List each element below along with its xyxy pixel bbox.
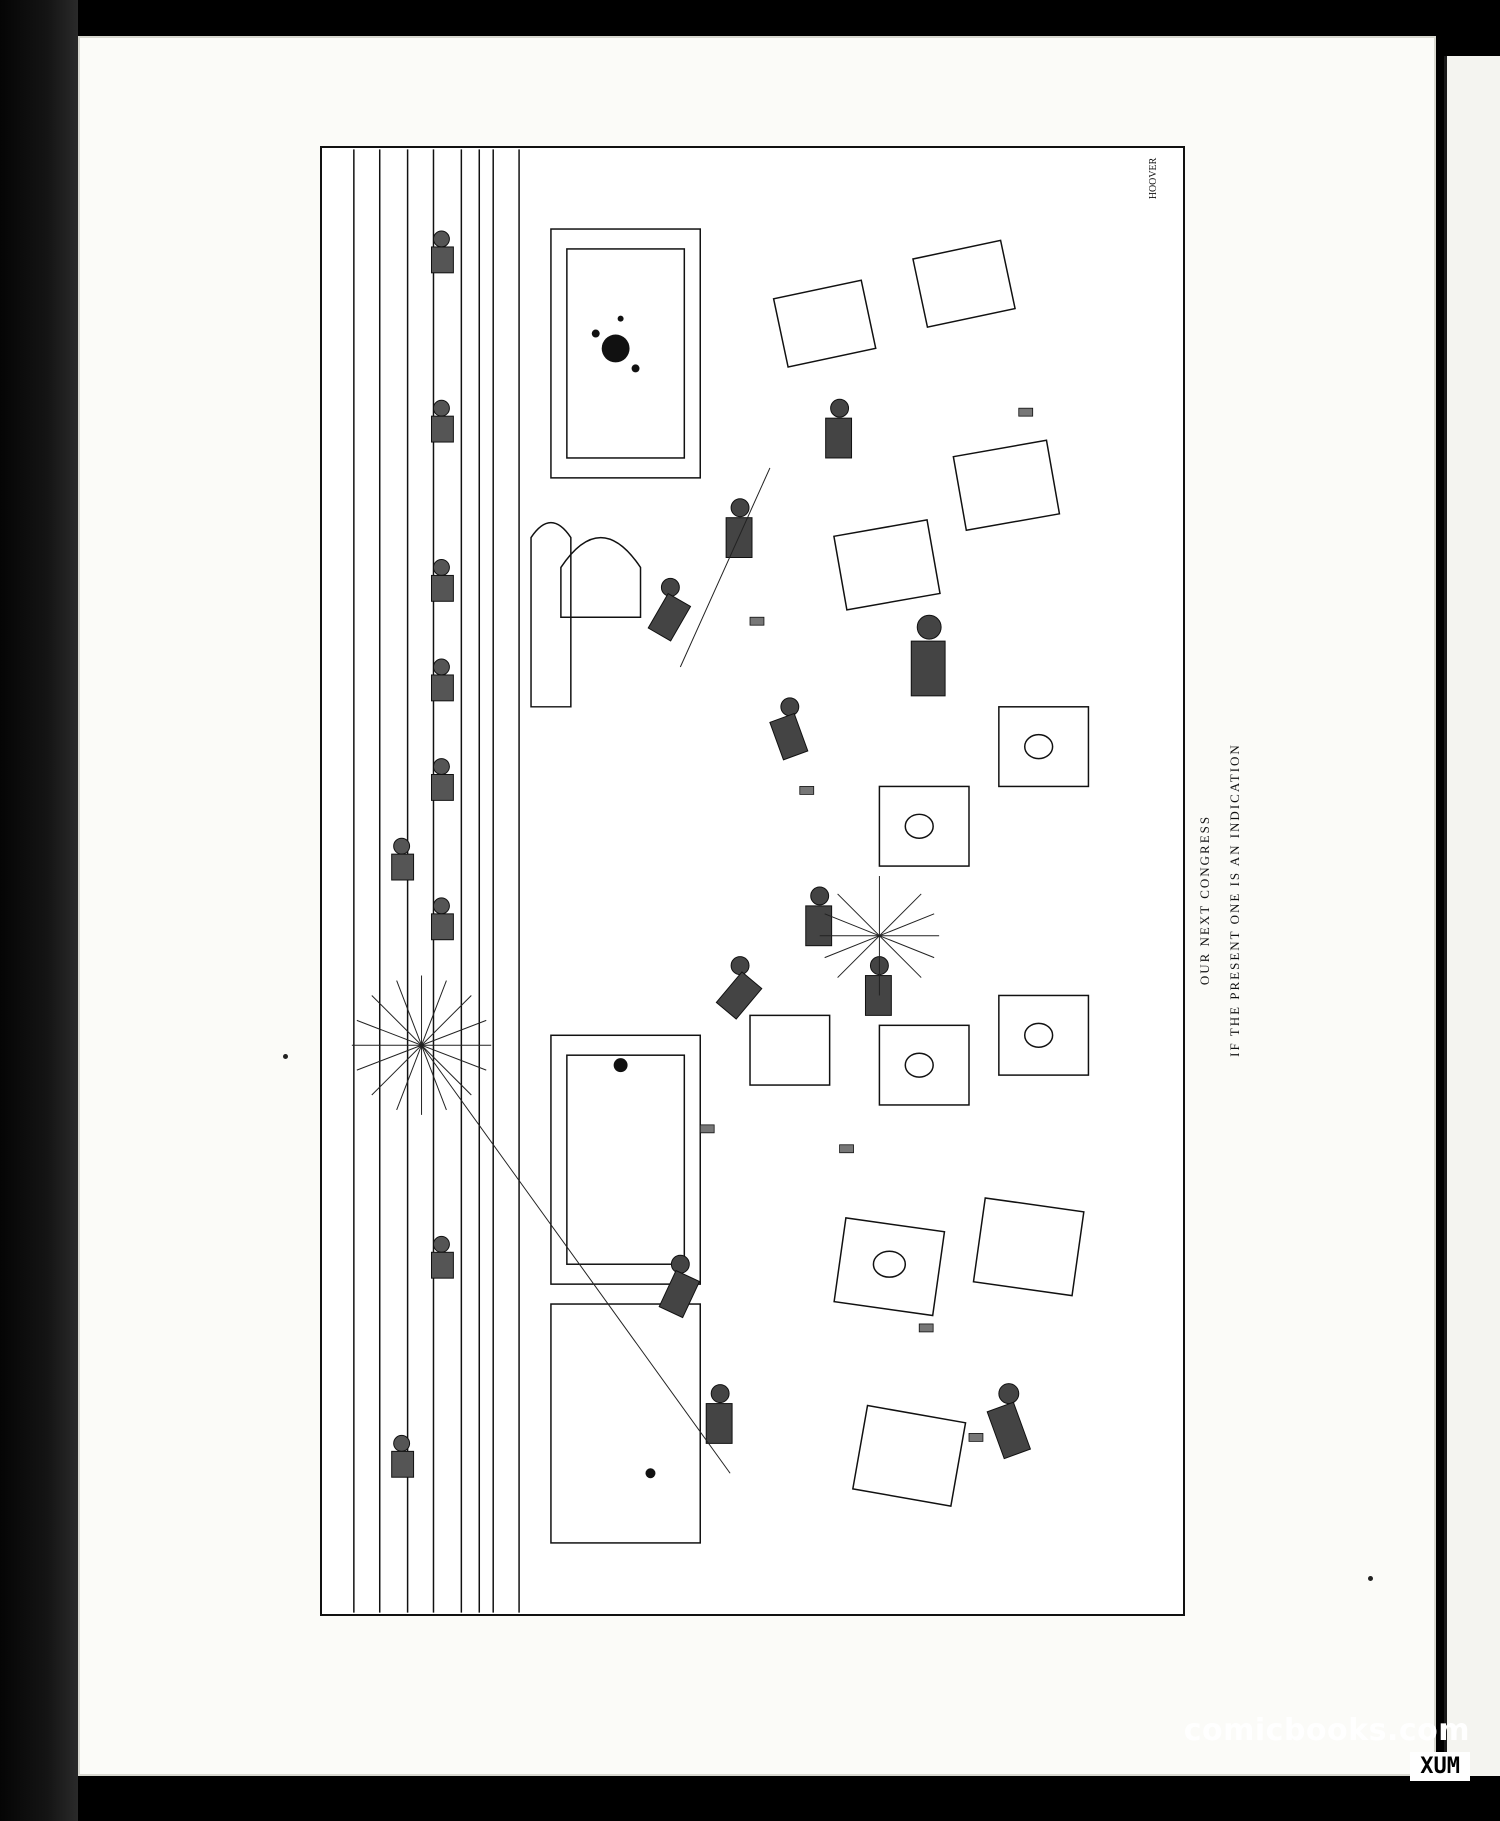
cartoon-caption: OUR NEXT CONGRESS IF THE PRESENT ONE IS … xyxy=(1197,743,1243,1057)
watermark: comicbooks.com XUM xyxy=(1184,1713,1470,1781)
flying-books xyxy=(699,407,1034,1442)
adjacent-page-edge xyxy=(1444,56,1500,1776)
signature-text: HOOVER xyxy=(1148,157,1159,199)
artist-signature: HOOVER xyxy=(1148,157,1159,199)
desk-rows xyxy=(749,239,1090,1507)
gallery-rails xyxy=(353,149,520,1613)
watermark-site: comicbooks.com xyxy=(1183,1713,1470,1748)
gallery-spectators xyxy=(391,230,454,1478)
desk-inkwells xyxy=(872,733,1054,1278)
ink-splatters xyxy=(591,315,656,1479)
caption-title: OUR NEXT CONGRESS xyxy=(1197,814,1212,986)
congress-brawl-drawing: HOOVER xyxy=(351,149,1159,1613)
print-speck xyxy=(1368,1576,1373,1581)
brawling-figures xyxy=(647,398,1032,1460)
print-speck xyxy=(283,1054,288,1059)
explosion-bursts xyxy=(351,467,940,1474)
scan-edge xyxy=(0,0,78,1821)
watermark-tag: XUM xyxy=(1410,1752,1470,1781)
wall-panels xyxy=(530,228,701,1544)
caption-subtitle: IF THE PRESENT ONE IS AN INDICATION xyxy=(1227,743,1242,1057)
cartoon-illustration: HOOVER xyxy=(320,146,1185,1616)
